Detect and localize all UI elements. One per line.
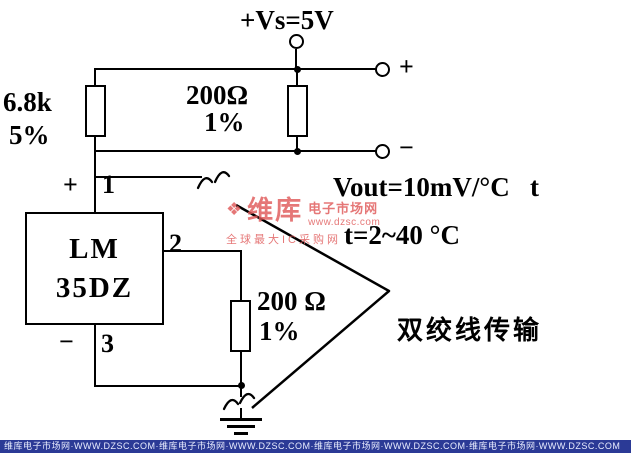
pin3-number-label: 3	[101, 329, 114, 358]
wire-pin1-stub	[94, 176, 202, 179]
wire-pin2	[164, 250, 242, 253]
pin2-number-label: 2	[169, 229, 182, 258]
junction-dot	[294, 66, 301, 73]
power-supply-label: +Vs=5V	[240, 5, 334, 35]
r2-tolerance-label: 1%	[204, 107, 245, 137]
output-plus-terminal	[375, 62, 390, 77]
wire-ground-bus	[94, 385, 242, 388]
resistor-r1-body	[85, 85, 106, 137]
wire-pin3	[94, 325, 97, 387]
output-plus-label: +	[399, 52, 414, 81]
watermark-url: www.dzsc.com	[308, 217, 381, 228]
r1-value-label: 6.8k	[3, 87, 52, 117]
footer-banner-text: 维库电子市场网·WWW.DZSC.COM·维库电子市场网·WWW.DZSC.CO…	[4, 441, 621, 451]
watermark-brand: 维库	[247, 195, 304, 225]
cable-break-icon-top	[196, 177, 214, 190]
power-terminal	[289, 34, 304, 49]
wire-top-bus	[94, 68, 377, 71]
r3-tolerance-label: 1%	[259, 316, 300, 346]
output-minus-label: −	[399, 133, 414, 162]
resistor-r3-body	[230, 300, 251, 352]
ground-symbol-bar2	[227, 425, 255, 428]
cable-break-icon-top	[213, 171, 231, 184]
resistor-r2-body	[287, 85, 308, 137]
footer-banner: 维库电子市场网·WWW.DZSC.COM·维库电子市场网·WWW.DZSC.CO…	[0, 440, 631, 453]
ground-symbol-bar3	[234, 432, 248, 435]
ic-name-line2: 35DZ	[55, 271, 134, 304]
ic-name-line1: LM	[69, 233, 120, 266]
watermark-slogan: 全球最大IC采购网	[226, 234, 341, 246]
junction-dot	[294, 148, 301, 155]
cable-annotation: 双绞线传输	[397, 316, 543, 345]
cable-break-icon-bottom	[222, 398, 240, 411]
watermark-logo-icon: ❖	[226, 199, 243, 219]
r2-value-label: 200Ω	[186, 80, 249, 110]
watermark: ❖ 维库 电子市场网 www.dzsc.com 全球最大IC采购网	[226, 196, 380, 247]
pin1-sign-label: +	[63, 170, 78, 199]
wire-r3-top	[240, 250, 243, 302]
wire-power-drop	[295, 49, 298, 69]
ground-symbol-bar1	[220, 418, 262, 421]
junction-dot	[238, 382, 245, 389]
watermark-site: 电子市场网	[308, 201, 379, 216]
wire-to-ground	[240, 408, 243, 418]
wire-bottom-bus	[94, 150, 377, 153]
vout-annotation: Vout=10mV/°C t	[333, 172, 539, 202]
r1-tolerance-label: 5%	[9, 120, 50, 150]
wire-left-branch	[94, 68, 97, 214]
ic-lm35dz: LM 35DZ	[25, 212, 164, 325]
temp-range-annotation: t=2~40 °C	[344, 220, 460, 250]
pin1-number-label: 1	[102, 170, 115, 199]
r3-value-label: 200 Ω	[257, 286, 326, 316]
pin3-sign-label: −	[59, 327, 74, 356]
output-minus-terminal	[375, 144, 390, 159]
